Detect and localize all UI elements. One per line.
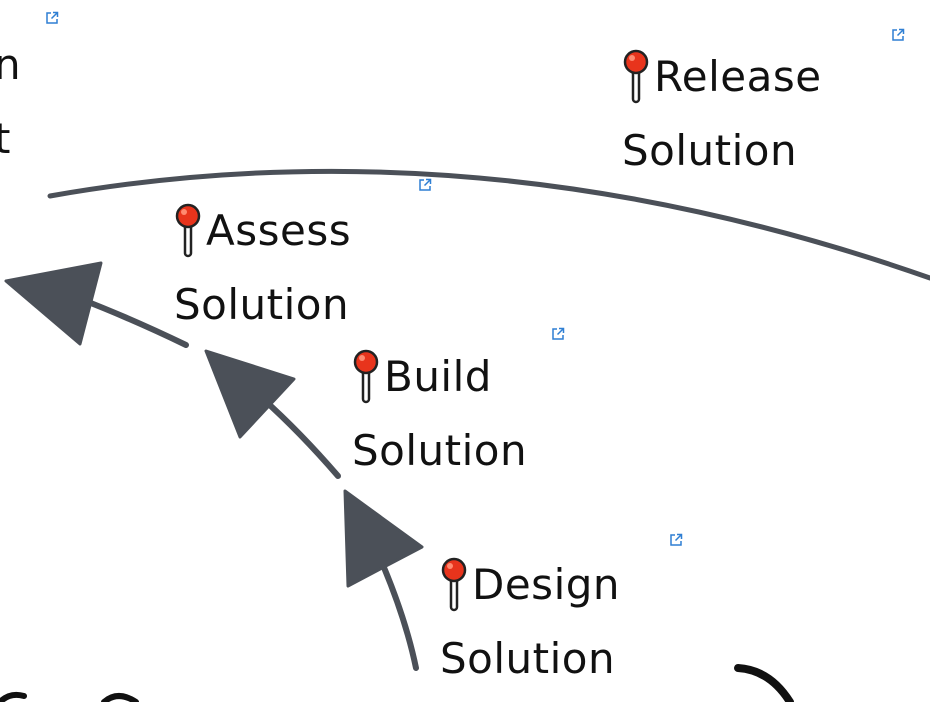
clipped-text-top-left-1: n: [0, 40, 21, 89]
connector-build-to-assess: [259, 395, 341, 479]
external-link-icon[interactable]: [669, 533, 683, 547]
arrowhead-build: [343, 489, 424, 588]
pushpin-icon: [175, 203, 201, 258]
external-link-icon[interactable]: [551, 327, 565, 341]
node-design-solution[interactable]: Design Solution: [440, 548, 620, 696]
clipped-text-top-left-2: t: [0, 114, 11, 163]
node-subtitle: Solution: [352, 426, 528, 475]
partial-stroke-bottom-right: [734, 664, 794, 702]
node-build-solution[interactable]: Build Solution: [352, 340, 527, 488]
pushpin-icon: [441, 557, 467, 612]
external-link-icon[interactable]: [45, 11, 59, 25]
node-title: Design: [472, 560, 621, 609]
node-title: Assess: [206, 206, 352, 255]
connector-assess-to-left: [75, 295, 189, 348]
partial-stroke-bottom-left: [0, 691, 139, 702]
arrowhead-assess: [204, 349, 296, 439]
node-title: Release: [654, 52, 822, 101]
node-assess-solution[interactable]: Assess Solution: [174, 194, 351, 342]
pushpin-icon: [623, 49, 649, 104]
node-subtitle: Solution: [622, 126, 798, 175]
node-title: Build: [384, 352, 492, 401]
connector-curve-release: [47, 168, 930, 281]
arrowhead-left: [4, 261, 103, 346]
node-subtitle: Solution: [440, 634, 616, 683]
pushpin-icon: [353, 349, 379, 404]
external-link-icon[interactable]: [891, 28, 905, 42]
node-subtitle: Solution: [174, 280, 350, 329]
external-link-icon[interactable]: [418, 178, 432, 192]
node-release-solution[interactable]: Release Solution: [622, 40, 822, 188]
